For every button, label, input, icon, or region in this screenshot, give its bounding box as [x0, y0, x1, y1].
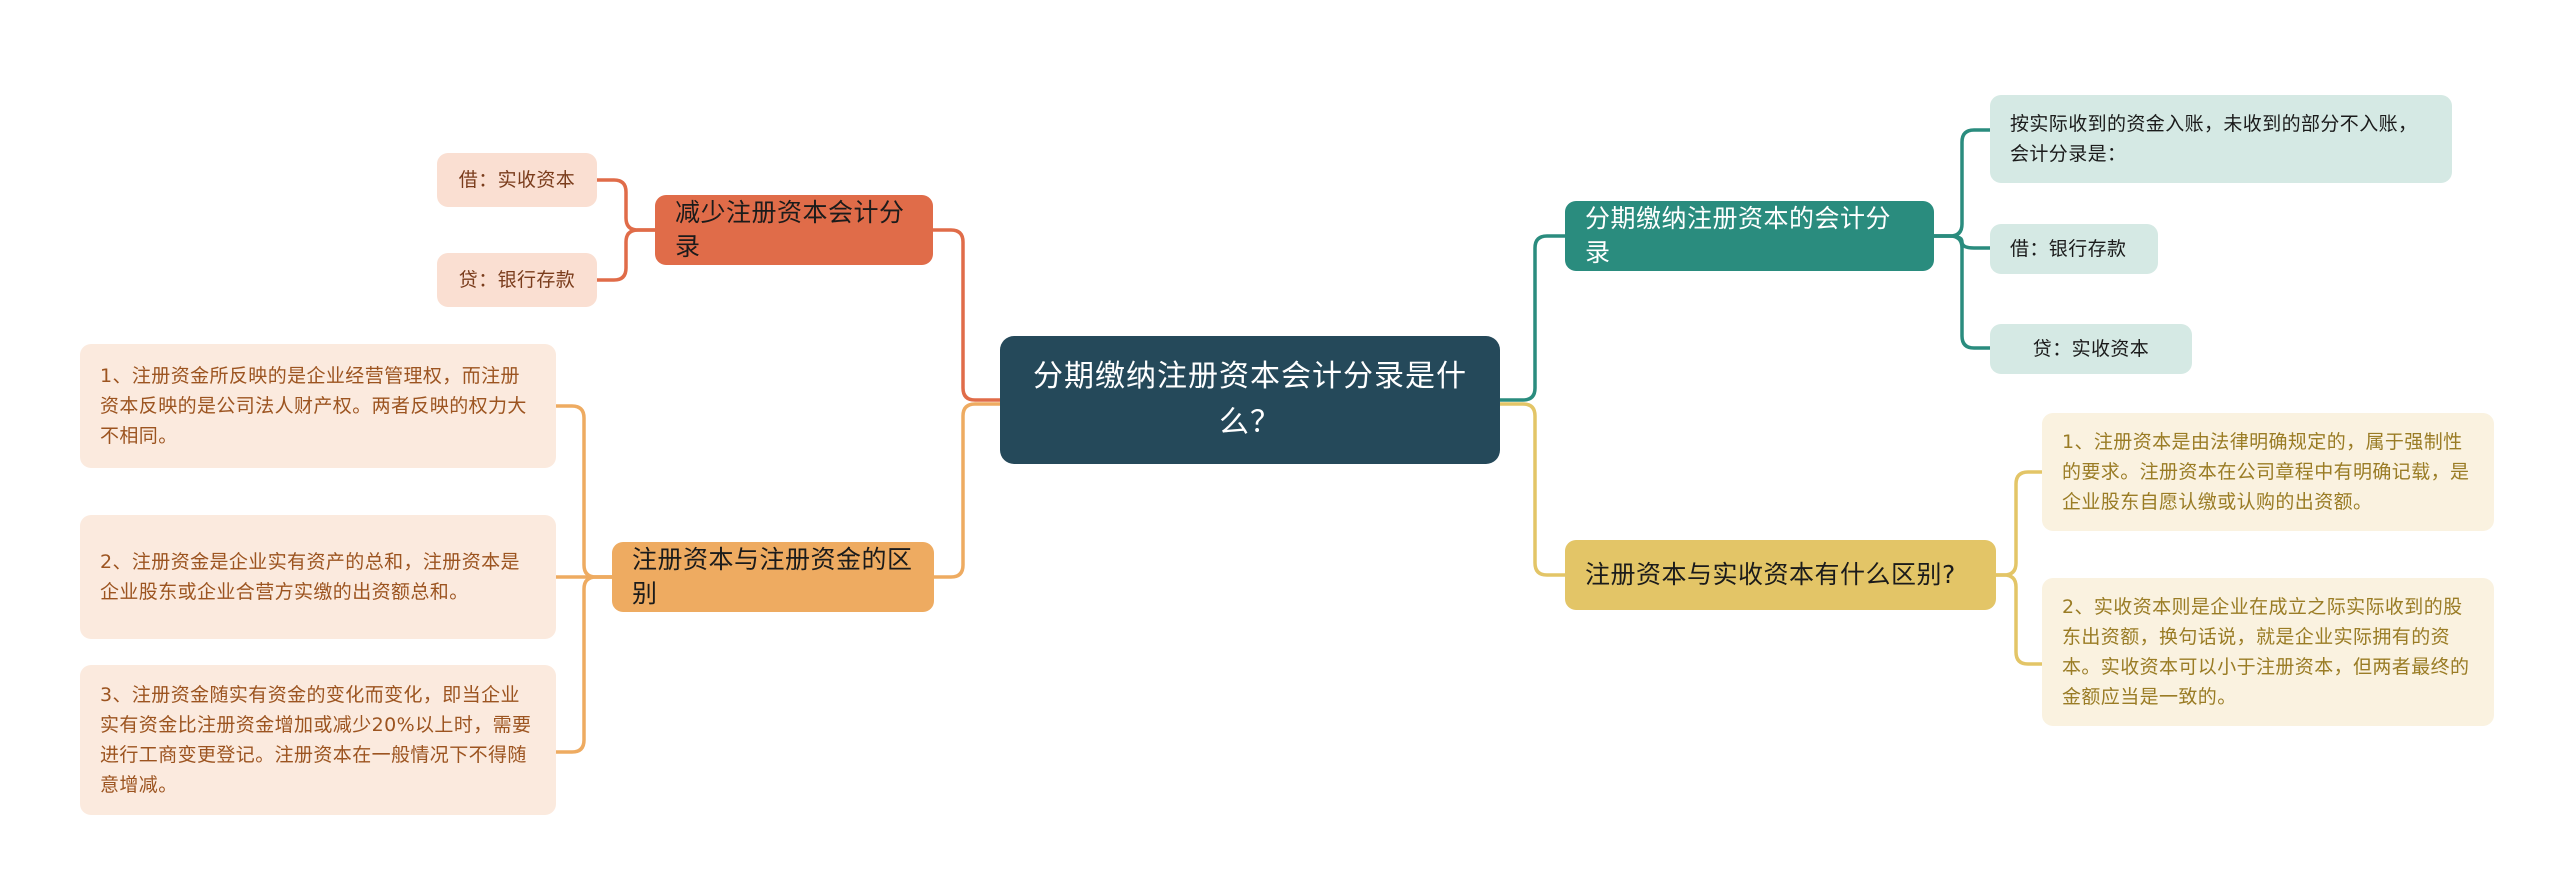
- connector-root-to-capital-vs-funds: [931, 402, 1002, 579]
- connector-capital-to-difference-3: [554, 575, 614, 754]
- leaf-debit-paid-in-capital-label: 借：实收资本: [458, 169, 576, 191]
- leaf-difference-1[interactable]: 1、注册资金所反映的是企业经营管理权，而注册资本反映的是公司法人财产权。两者反映…: [80, 344, 556, 468]
- leaf-credit-bank-deposit-label: 贷：银行存款: [458, 269, 576, 291]
- branch-reduce-capital-label: 减少注册资本会计分录: [675, 198, 905, 261]
- leaf-distinction-2[interactable]: 2、实收资本则是企业在成立之际实际收到的股东出资额，换句话说，就是企业实际拥有的…: [2042, 578, 2494, 726]
- branch-installment-entries-label: 分期缴纳注册资本的会计分录: [1585, 204, 1892, 267]
- connector-installment-to-debit-bank-deposit: [1932, 234, 1992, 250]
- connector-registered-to-distinction-1: [1994, 470, 2044, 577]
- leaf-distinction-2-label: 2、实收资本则是企业在成立之际实际收到的股东出资额，换句话说，就是企业实际拥有的…: [2062, 596, 2470, 708]
- branch-capital-vs-funds[interactable]: 注册资本与注册资金的区别: [612, 542, 934, 612]
- connector-reduce-to-credit-bank-deposit: [595, 228, 657, 282]
- leaf-difference-3[interactable]: 3、注册资金随实有资金的变化而变化，即当企业实有资金比注册资金增加或减少20%以…: [80, 665, 556, 815]
- leaf-debit-bank-deposit[interactable]: 借：银行存款: [1990, 224, 2158, 274]
- connector-root-to-installment-entries: [1498, 234, 1567, 402]
- root-node-label: 分期缴纳注册资本会计分录是什么？: [1033, 359, 1467, 440]
- branch-installment-entries[interactable]: 分期缴纳注册资本的会计分录: [1565, 201, 1934, 271]
- connector-registered-to-distinction-2: [1994, 573, 2044, 666]
- leaf-difference-2-label: 2、注册资金是企业实有资产的总和，注册资本是企业股东或企业合营方实缴的出资额总和…: [100, 551, 520, 603]
- connector-root-to-registered-vs-paid-in: [1498, 402, 1567, 577]
- branch-capital-vs-funds-label: 注册资本与注册资金的区别: [632, 545, 913, 608]
- leaf-installment-note[interactable]: 按实际收到的资金入账，未收到的部分不入账，会计分录是：: [1990, 95, 2452, 183]
- connector-capital-to-difference-1: [554, 404, 614, 579]
- branch-registered-vs-paid-in[interactable]: 注册资本与实收资本有什么区别?: [1565, 540, 1996, 610]
- leaf-credit-bank-deposit[interactable]: 贷：银行存款: [437, 253, 597, 307]
- connector-reduce-to-debit-paid-in-capital: [595, 178, 657, 232]
- connector-root-to-reduce-capital: [931, 228, 1002, 402]
- connector-installment-to-note: [1932, 128, 1992, 238]
- branch-reduce-capital[interactable]: 减少注册资本会计分录: [655, 195, 933, 265]
- leaf-distinction-1-label: 1、注册资本是由法律明确规定的，属于强制性的要求。注册资本在公司章程中有明确记载…: [2062, 431, 2470, 513]
- leaf-debit-paid-in-capital[interactable]: 借：实收资本: [437, 153, 597, 207]
- connector-installment-to-credit-paid-in-capital: [1932, 234, 1992, 350]
- leaf-installment-note-label: 按实际收到的资金入账，未收到的部分不入账，会计分录是：: [2010, 113, 2418, 165]
- branch-registered-vs-paid-in-label: 注册资本与实收资本有什么区别?: [1585, 560, 1956, 589]
- leaf-difference-1-label: 1、注册资金所反映的是企业经营管理权，而注册资本反映的是公司法人财产权。两者反映…: [100, 365, 527, 447]
- leaf-distinction-1[interactable]: 1、注册资本是由法律明确规定的，属于强制性的要求。注册资本在公司章程中有明确记载…: [2042, 413, 2494, 531]
- root-node[interactable]: 分期缴纳注册资本会计分录是什么？: [1000, 336, 1500, 464]
- leaf-debit-bank-deposit-label: 借：银行存款: [2010, 238, 2127, 260]
- leaf-credit-paid-in-capital[interactable]: 贷：实收资本: [1990, 324, 2192, 374]
- leaf-credit-paid-in-capital-label: 贷：实收资本: [2032, 338, 2150, 360]
- leaf-difference-3-label: 3、注册资金随实有资金的变化而变化，即当企业实有资金比注册资金增加或减少20%以…: [100, 684, 532, 796]
- leaf-difference-2[interactable]: 2、注册资金是企业实有资产的总和，注册资本是企业股东或企业合营方实缴的出资额总和…: [80, 515, 556, 639]
